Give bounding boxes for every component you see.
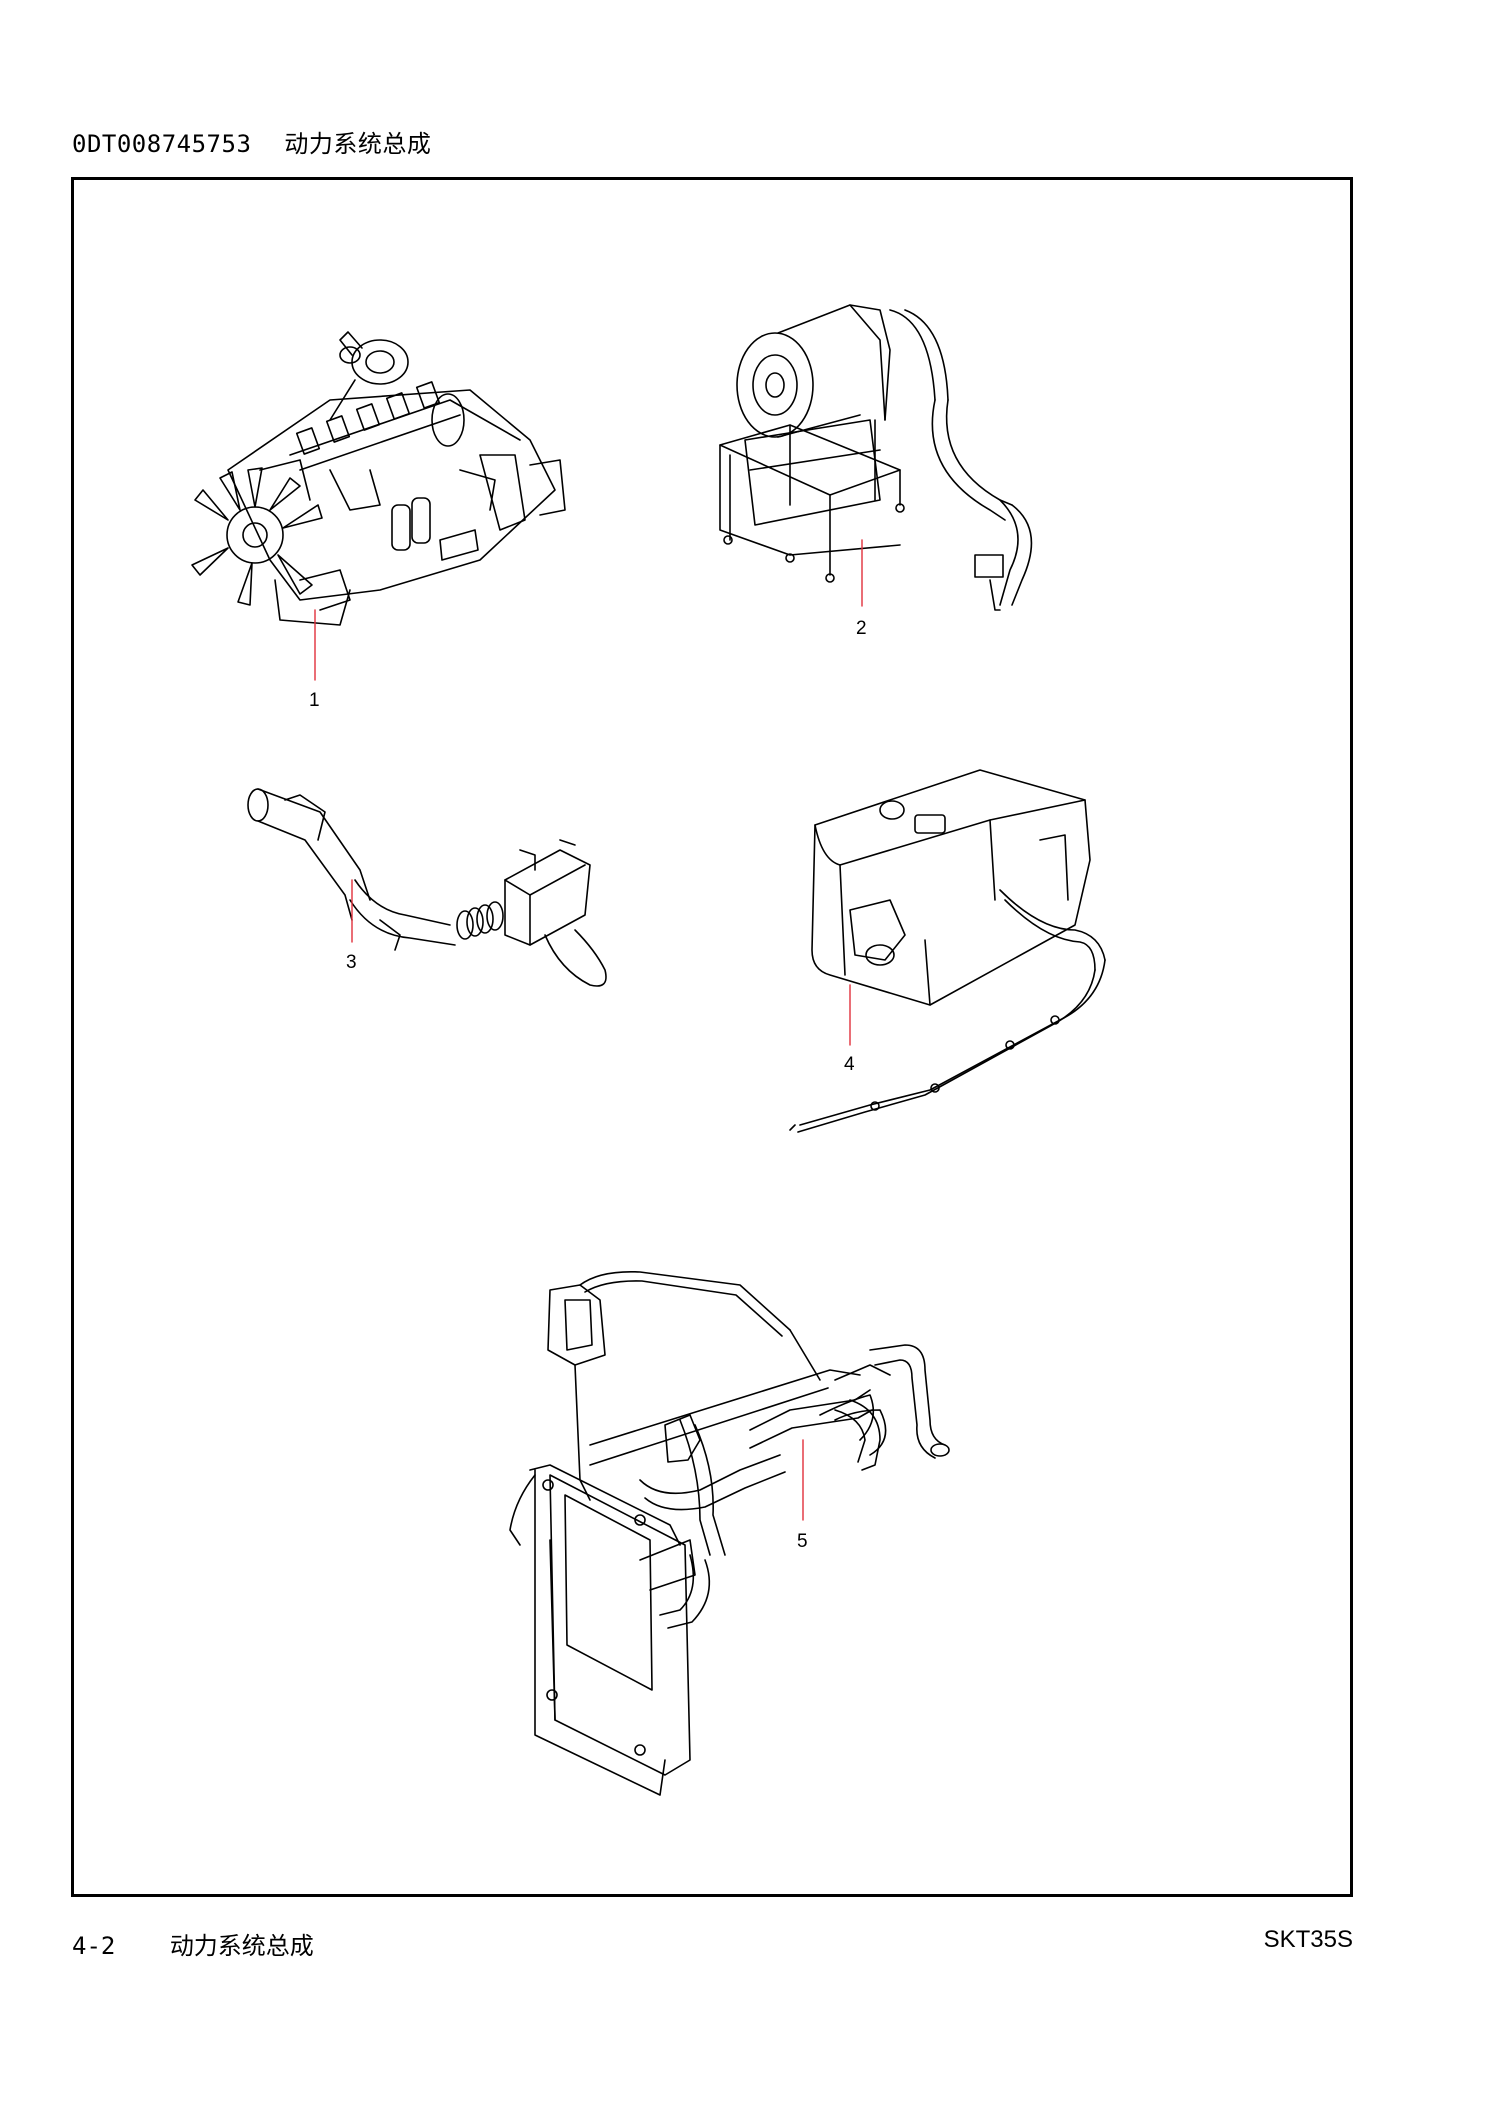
page-number: 4-2 [72, 1932, 116, 1960]
callout-3: 3 [346, 952, 357, 973]
engine-illustration [191, 331, 566, 626]
page-header: 0DT008745753 动力系统总成 [72, 124, 431, 159]
callout-2: 2 [856, 618, 867, 639]
callout-1: 1 [309, 690, 320, 711]
cooling-system-illustration [509, 1270, 950, 1796]
callout-4: 4 [844, 1054, 855, 1075]
page-footer-left: 4-2 动力系统总成 [72, 1926, 314, 1961]
page-title: 动力系统总成 [284, 130, 432, 158]
document-code: 0DT008745753 [72, 130, 252, 158]
exhaust-illustration [247, 788, 607, 987]
diagram-frame [71, 177, 1353, 1897]
air-filter-illustration [719, 304, 1033, 611]
footer-section-title: 动力系统总成 [169, 1932, 314, 1960]
fuel-tank-illustration [789, 769, 1106, 1133]
leader-lines [314, 539, 863, 1521]
callout-5: 5 [797, 1531, 808, 1552]
model-name: SKT35S [1263, 1926, 1353, 1953]
